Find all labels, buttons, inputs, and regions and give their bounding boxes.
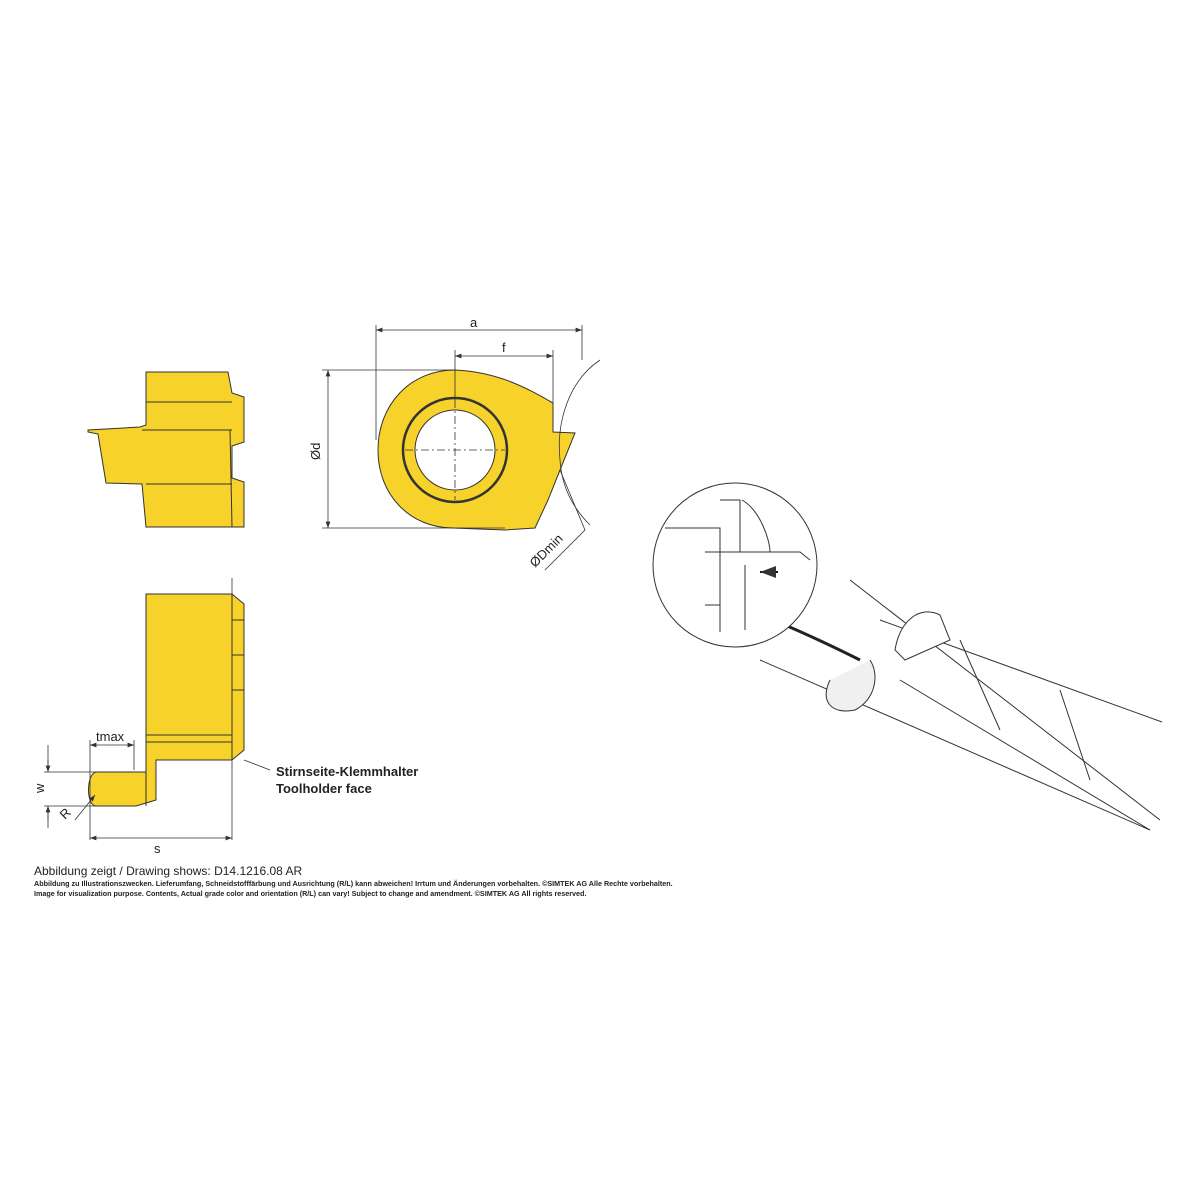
dim-s: s bbox=[154, 841, 161, 856]
dim-r: R bbox=[57, 805, 74, 822]
dimension-lines bbox=[322, 325, 601, 571]
label-face-de: Stirnseite-Klemmhalter bbox=[276, 764, 418, 779]
insert-top-view bbox=[88, 578, 245, 840]
dim-d: Ød bbox=[308, 443, 323, 460]
dim-f: f bbox=[502, 340, 506, 355]
boring-bar-illustration bbox=[652, 482, 1163, 831]
disclaimer-en: Image for visualization purpose. Content… bbox=[34, 889, 587, 898]
dim-w: w bbox=[32, 783, 47, 794]
drawing-caption: Abbildung zeigt / Drawing shows: D14.121… bbox=[34, 864, 303, 878]
dim-dmin: ØDmin bbox=[527, 531, 566, 570]
disclaimer-de: Abbildung zu Illustrationszwecken. Liefe… bbox=[34, 879, 673, 888]
dim-a: a bbox=[470, 315, 478, 330]
dim-tmax: tmax bbox=[96, 729, 125, 744]
insert-front-view bbox=[377, 369, 576, 531]
dimension-lines-bottom bbox=[44, 740, 271, 841]
insert-side-view bbox=[87, 371, 245, 528]
label-face-en: Toolholder face bbox=[276, 781, 372, 796]
